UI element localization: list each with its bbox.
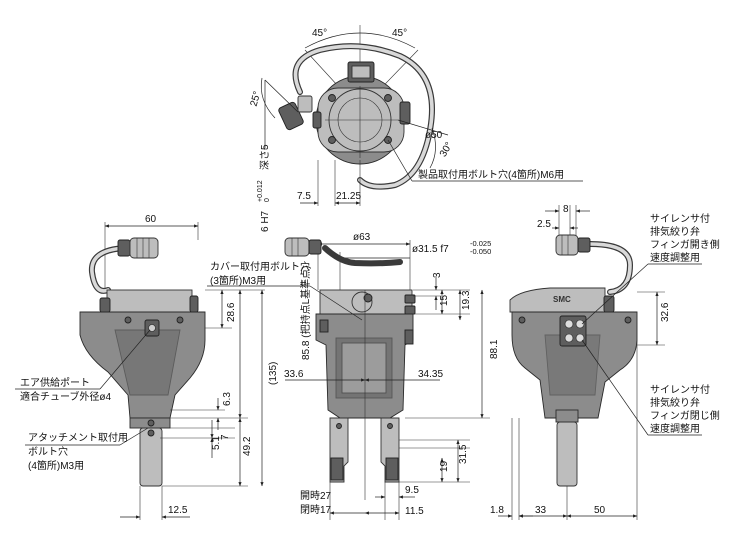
dim-50: 50 (594, 505, 606, 516)
dim-49-2: 49.2 (242, 436, 253, 456)
dim-19-3: 19.3 (461, 290, 472, 310)
bolt-hole (328, 136, 336, 144)
right-view: 8 2.5 SMC 32.6 (490, 204, 720, 520)
dim-85-8: 85.8 (把持点L基準点) (299, 266, 312, 360)
tol-upper: -0.025 (470, 239, 491, 248)
dim-33: 33 (535, 505, 547, 516)
left-view: 60 28.6 85.8 (把持点L基準点) (15, 214, 312, 520)
dim-7-5: 7.5 (297, 191, 311, 202)
h7-note: 6 H7 +0.012 0 深さ5 (257, 144, 271, 232)
h7-depth: 深さ5 (259, 144, 271, 170)
dim-dia-31-5: ø31.5 f7 (412, 244, 449, 255)
dim-19: 19 (439, 460, 450, 472)
dim-21-25: 21.25 (336, 191, 361, 202)
attach-note-3: (4箇所)M3用 (28, 459, 84, 472)
dim-dia-50: ø50 (425, 130, 443, 141)
close-note-1: サイレンサ付 (650, 383, 710, 396)
attach-note-2: ボルト穴 (28, 445, 68, 458)
close-note-3: フィンガ閉じ側 (650, 409, 720, 422)
attachment-right (556, 421, 578, 487)
open-note-2: 排気絞り弁 (650, 225, 700, 238)
dim-60: 60 (145, 214, 157, 225)
close-note-4: 速度調整用 (650, 422, 700, 435)
angle-30: 30° (438, 140, 455, 159)
dim-15: 15 (439, 294, 450, 306)
air-fitting (278, 95, 313, 131)
h7-main: 6 H7 (260, 210, 271, 232)
air-port-note-2: 適合チューブ外径ø4 (20, 390, 112, 403)
angle-25: 25° (249, 90, 264, 107)
cover-note-2: (3箇所)M3用 (210, 274, 266, 287)
attach-note-1: アタッチメント取付用 (28, 431, 128, 444)
close-note-2: 排気絞り弁 (650, 396, 700, 409)
dim-7: 7 (220, 434, 231, 440)
dim-6-3: 6.3 (222, 392, 233, 406)
dim-34-35: 34.35 (418, 369, 443, 380)
smc-logo: SMC (553, 295, 571, 304)
angle-25-arc (260, 77, 276, 119)
angle-45-right: 45° (392, 28, 407, 39)
attachment (139, 427, 163, 487)
open-label: 開時27 (300, 490, 332, 502)
close-label: 閉時17 (300, 504, 332, 516)
dim-2-5: 2.5 (537, 219, 551, 230)
cable-connector-left (117, 237, 159, 259)
tol-lower: -0.050 (470, 247, 491, 256)
cover-note-1: カバー取付用ボルト穴 (210, 260, 310, 273)
air-port-note-1: エア供給ポート (20, 376, 90, 389)
cable-connector-right (555, 234, 591, 256)
dim-33-6: 33.6 (284, 369, 304, 380)
dim-28-6: 28.6 (226, 302, 237, 322)
dim-11-5: 11.5 (405, 506, 424, 517)
h7-tol-upper: +0.012 (257, 180, 264, 202)
open-speed-note: サイレンサ付 排気絞り弁 フィンガ開き側 速度調整用 (581, 212, 720, 325)
dim-135: (135) (268, 362, 279, 385)
top-block (106, 289, 193, 313)
h7-tol-lower: 0 (264, 198, 271, 202)
dim-8: 8 (563, 204, 569, 215)
top-view: 45° 45° 25° ø50 30° (249, 25, 583, 232)
dim-9-5: 9.5 (405, 485, 419, 496)
bolt-hole (384, 94, 392, 102)
open-note-4: 速度調整用 (650, 251, 700, 264)
close-speed-note: サイレンサ付 排気絞り弁 フィンガ閉じ側 速度調整用 (581, 339, 720, 436)
dim-88-1: 88.1 (489, 339, 500, 359)
dim-dia-63: ø63 (353, 232, 371, 243)
front-view: ø63 ø31.5 f7 -0.025 -0.050 (207, 232, 500, 520)
bolt-note: 製品取付用ボルト穴(4箇所)M6用 (418, 168, 564, 181)
bolt-hole (328, 94, 336, 102)
open-note-1: サイレンサ付 (650, 212, 710, 225)
dim-12-5: 12.5 (168, 505, 188, 516)
dim-31-5: 31.5 (458, 444, 469, 464)
housing-right (511, 311, 638, 419)
dim-32-6: 32.6 (660, 302, 671, 322)
open-note-3: フィンガ開き側 (650, 238, 720, 251)
dim-1-8: 1.8 (490, 505, 504, 516)
cable-connector-front (284, 237, 322, 257)
dim-3: 3 (432, 272, 443, 278)
dim-5-1: 5.1 (211, 436, 222, 450)
angle-45-left: 45° (312, 28, 327, 39)
